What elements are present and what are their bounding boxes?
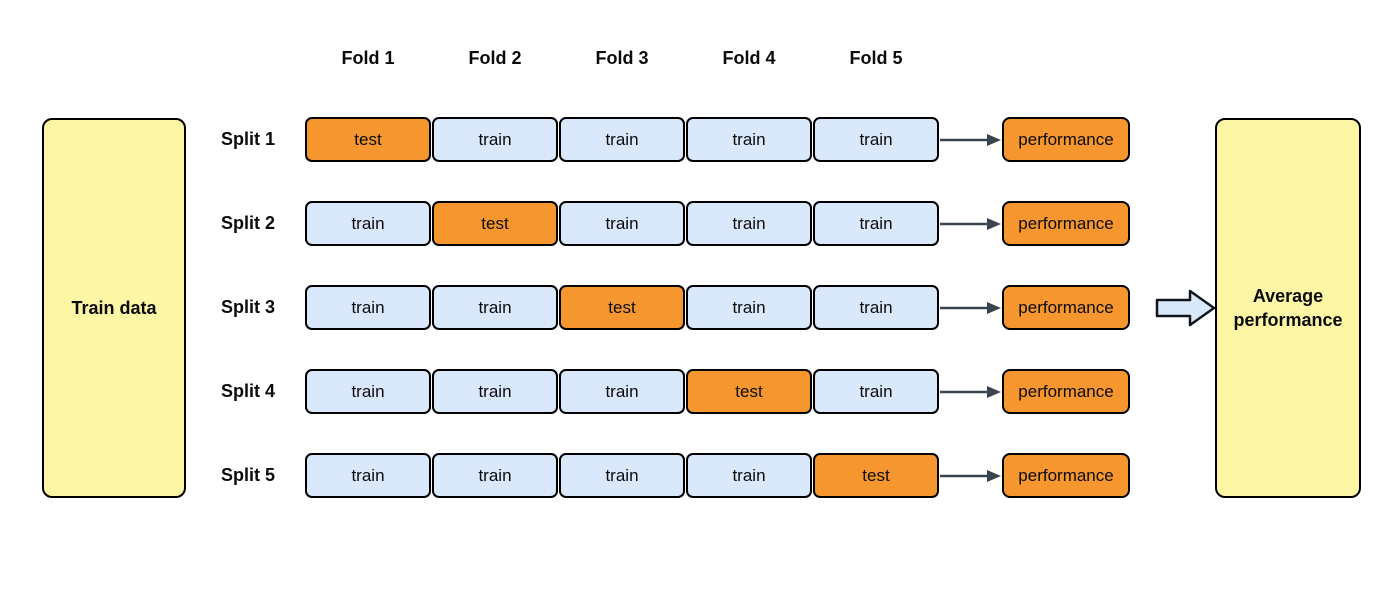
fold-cell: train bbox=[813, 201, 939, 246]
fold-cell: test bbox=[305, 117, 431, 162]
fold-cell: train bbox=[432, 285, 558, 330]
fold-header-5: Fold 5 bbox=[849, 48, 903, 68]
fold-header-1: Fold 1 bbox=[341, 48, 395, 68]
fold-cells-row-2: train test train train train bbox=[305, 201, 939, 246]
performance-box: performance bbox=[1002, 285, 1130, 330]
fold-cell: train bbox=[813, 369, 939, 414]
fold-cell: train bbox=[305, 453, 431, 498]
fold-cells-row-5: train train train train test bbox=[305, 453, 939, 498]
split-row-2: Split 2 train test train train train per… bbox=[195, 201, 1130, 246]
fold-cell: test bbox=[432, 201, 558, 246]
fold-cell: train bbox=[686, 117, 812, 162]
fold-cells-row-4: train train train test train bbox=[305, 369, 939, 414]
fold-cell: train bbox=[686, 201, 812, 246]
fold-cell: train bbox=[432, 117, 558, 162]
performance-box: performance bbox=[1002, 201, 1130, 246]
fold-header-2: Fold 2 bbox=[468, 48, 522, 68]
average-performance-box: Average performance bbox=[1215, 118, 1361, 498]
fold-cell: train bbox=[432, 453, 558, 498]
split-label-5: Split 5 bbox=[220, 465, 275, 485]
fold-cell: train bbox=[686, 453, 812, 498]
block-arrow-right-icon bbox=[1155, 289, 1216, 327]
fold-cells-row-3: train train test train train bbox=[305, 285, 939, 330]
arrow-right-icon bbox=[940, 301, 1001, 314]
fold-cell: train bbox=[686, 285, 812, 330]
fold-cell: train bbox=[559, 201, 685, 246]
arrow-right-icon bbox=[940, 133, 1001, 146]
fold-cell: test bbox=[559, 285, 685, 330]
split-label-2: Split 2 bbox=[220, 213, 275, 233]
average-performance-label: Average performance bbox=[1233, 285, 1343, 330]
split-row-1: Split 1 test train train train train per… bbox=[195, 117, 1130, 162]
fold-header-4: Fold 4 bbox=[722, 48, 776, 68]
train-data-box: Train data bbox=[42, 118, 186, 498]
arrow-right-icon bbox=[940, 217, 1001, 230]
performance-box: performance bbox=[1002, 369, 1130, 414]
fold-cells-row-1: test train train train train bbox=[305, 117, 939, 162]
fold-cell: train bbox=[813, 285, 939, 330]
split-label-1: Split 1 bbox=[220, 129, 275, 149]
performance-box: performance bbox=[1002, 453, 1130, 498]
fold-cell: train bbox=[305, 201, 431, 246]
arrow-right-icon bbox=[940, 469, 1001, 482]
split-row-5: Split 5 train train train train test per… bbox=[195, 453, 1130, 498]
split-label-3: Split 3 bbox=[220, 297, 275, 317]
split-label-4: Split 4 bbox=[220, 381, 275, 401]
fold-header-3: Fold 3 bbox=[595, 48, 649, 68]
train-data-label: Train data bbox=[71, 297, 157, 318]
fold-headers: Fold 1 Fold 2 Fold 3 Fold 4 Fold 5 bbox=[305, 48, 939, 69]
fold-cell: test bbox=[686, 369, 812, 414]
fold-cell: train bbox=[559, 117, 685, 162]
fold-cell: train bbox=[559, 453, 685, 498]
fold-cell: train bbox=[305, 369, 431, 414]
fold-cell: train bbox=[559, 369, 685, 414]
fold-cell: train bbox=[305, 285, 431, 330]
split-row-4: Split 4 train train train test train per… bbox=[195, 369, 1130, 414]
arrow-right-icon bbox=[940, 385, 1001, 398]
fold-cell: test bbox=[813, 453, 939, 498]
fold-cell: train bbox=[432, 369, 558, 414]
fold-cell: train bbox=[813, 117, 939, 162]
split-row-3: Split 3 train train test train train per… bbox=[195, 285, 1130, 330]
performance-box: performance bbox=[1002, 117, 1130, 162]
